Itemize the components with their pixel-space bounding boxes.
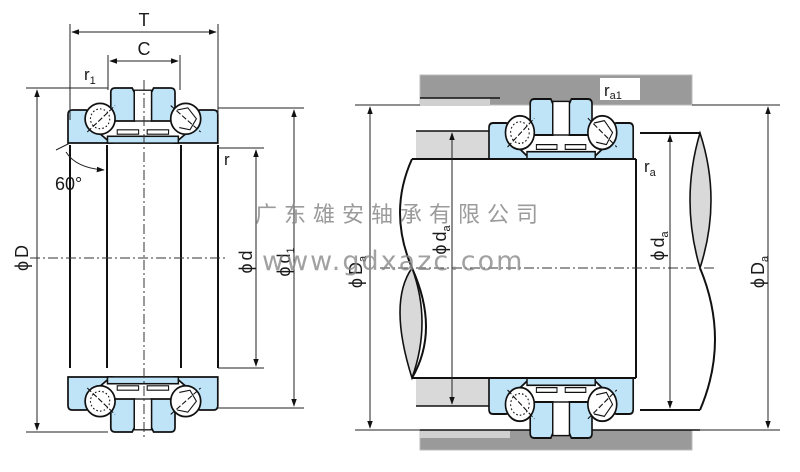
label-phiDa-right: ϕDa [748,255,771,288]
label-phiDa-left: ϕDa [346,255,369,288]
right-bearing-top-section [488,98,635,160]
ra1-label-box [600,78,640,100]
housing-top-spacer [420,98,490,106]
right-view: ra1 ϕDa [346,74,780,451]
watermark-website: www.gdxazc.com [262,246,524,277]
left-bearing-top-section [67,87,219,144]
shaft-spacer-bottom [416,378,490,406]
svg-text:ϕda: ϕda [648,231,671,261]
shaft-right-section [689,130,712,271]
shaft-left-section [399,266,423,381]
label-phiD: ϕD [12,245,32,271]
label-phida-left: ϕda [430,225,453,255]
left-view: T C r1 ϕD 60° r ϕd ϕd1 [12,10,304,440]
right-bearing-bottom-section [488,377,635,439]
svg-text:ϕD: ϕD [12,245,32,271]
svg-text:ϕDa: ϕDa [346,255,369,288]
label-phida-right: ϕda [648,231,671,261]
label-phid1: ϕd1 [274,247,297,276]
svg-text:ϕd1: ϕd1 [274,247,297,276]
label-phid: ϕd [236,250,256,273]
svg-text:ϕd: ϕd [236,250,256,273]
label-T: T [139,10,150,30]
label-r: r [224,150,230,169]
left-bearing-bottom-section [67,376,219,433]
svg-text:ϕda: ϕda [430,225,453,255]
label-r1: r1 [84,65,96,87]
housing-bottom-spacer [420,430,510,438]
label-ra: ra [644,157,657,179]
shaft-right-break [699,267,716,411]
svg-text:ϕDa: ϕDa [748,255,771,288]
watermark-company: 广东雄安轴承有限公司 [255,203,545,228]
label-ra1: ra1 [604,81,622,102]
shaft-spacer-top [416,131,490,159]
label-C: C [138,39,151,59]
label-60-degrees: 60° [55,174,82,194]
angle-arc [65,151,105,173]
